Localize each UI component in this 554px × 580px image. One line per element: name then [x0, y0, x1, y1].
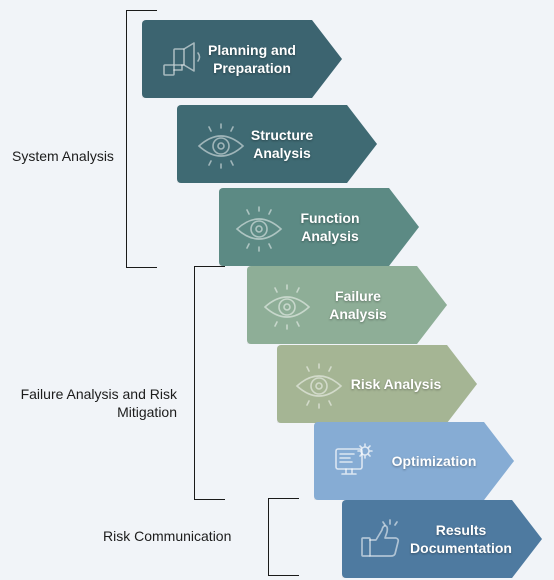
- bracket-failure-analysis: [194, 266, 225, 500]
- step-optimization: Optimization: [314, 422, 514, 500]
- thumbs-up-icon: [356, 514, 406, 564]
- eye-icon: [231, 199, 287, 255]
- step-failure-analysis: Failure Analysis: [247, 266, 447, 344]
- eye-icon: [259, 277, 315, 333]
- step-label: Structure Analysis: [250, 127, 314, 161]
- step-label: Optimization: [391, 453, 477, 469]
- group-label-risk-communication: Risk Communication: [103, 528, 232, 544]
- step-results-documentation: Results Documentation: [342, 500, 542, 578]
- group-label-failure-analysis: Failure Analysis and Risk Mitigation: [20, 386, 177, 420]
- eye-icon: [193, 116, 249, 172]
- group-label-system-analysis: System Analysis: [12, 148, 114, 164]
- step-label: Risk Analysis: [350, 376, 442, 392]
- bracket-system-analysis: [126, 10, 157, 268]
- bracket-risk-communication: [268, 498, 299, 576]
- step-risk-analysis: Risk Analysis: [277, 345, 477, 423]
- step-function-analysis: Function Analysis: [219, 188, 419, 266]
- step-label: Failure Analysis: [329, 288, 387, 322]
- step-structure-analysis: Structure Analysis: [177, 105, 377, 183]
- megaphone-icon: [154, 31, 210, 87]
- eye-icon: [291, 356, 347, 412]
- step-label: Function Analysis: [300, 210, 360, 244]
- step-label: Results Documentation: [410, 522, 512, 556]
- step-label: Planning and Preparation: [208, 42, 296, 76]
- step-planning-and-preparation: Planning and Preparation: [142, 20, 342, 98]
- computer-gear-icon: [332, 439, 376, 483]
